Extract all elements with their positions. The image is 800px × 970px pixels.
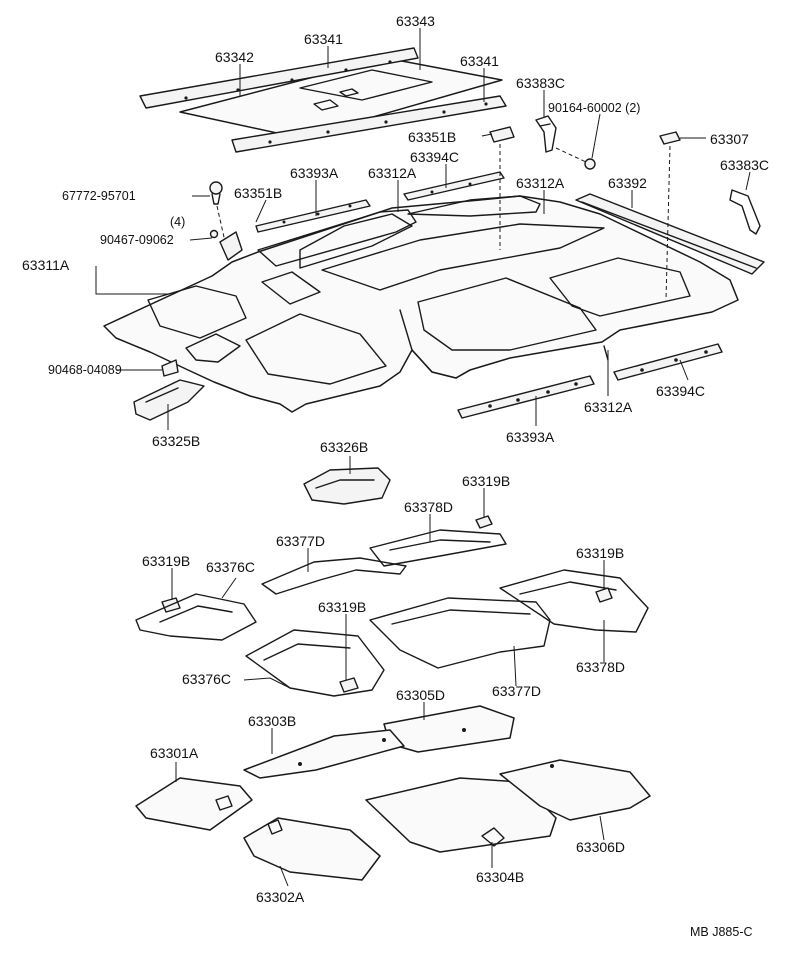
part-labels: 63343 63341 63342 63341 63383C 90164-600… (22, 13, 769, 939)
label-63342: 63342 (215, 49, 254, 65)
label-63311a: 63311A (22, 257, 70, 273)
label-63378d-top: 63378D (404, 499, 453, 515)
label-63312a-3: 63312A (584, 399, 633, 415)
label-63319b-1: 63319B (462, 473, 510, 489)
panel-63304b (365, 777, 557, 853)
label-67772-95701: 67772-95701 (62, 189, 136, 203)
label-63378d-bottom: 63378D (576, 659, 625, 675)
clip-63351b-top (489, 126, 515, 143)
label-63319b-3: 63319B (576, 545, 624, 561)
rail-63378d-bottom (499, 569, 649, 633)
bracket-63325b (133, 379, 205, 421)
clip-63307 (659, 131, 681, 145)
label-63325b: 63325B (152, 433, 200, 449)
label-90468-04089: 90468-04089 (48, 363, 122, 377)
clip-63351b-left (219, 231, 243, 261)
label-63383c-right: 63383C (720, 157, 769, 173)
label-63341-left: 63341 (304, 31, 343, 47)
label-63376c-bottom: 63376C (182, 671, 231, 687)
label-63303b: 63303B (248, 713, 296, 729)
label-63301a: 63301A (150, 745, 199, 761)
leader-lines (116, 28, 751, 887)
roof-strip-rear-63341 (231, 95, 507, 153)
label-63376c-top: 63376C (206, 559, 255, 575)
label-63343: 63343 (396, 13, 435, 29)
label-63383c-top: 63383C (516, 75, 565, 91)
label-63319b-2: 63319B (142, 553, 190, 569)
fastener-67772-95701 (209, 181, 227, 247)
clip-63319b-4 (595, 587, 613, 603)
rail-63376c-bottom (245, 629, 385, 697)
label-63392: 63392 (608, 175, 647, 191)
screw-90164-60002 (555, 147, 596, 170)
label-63394c-top: 63394C (410, 149, 459, 165)
screw-90467-09062 (209, 229, 219, 239)
label-63393a-bottom: 63393A (506, 429, 555, 445)
trim-63393a-top (255, 199, 371, 233)
label-63394c-bottom: 63394C (656, 383, 705, 399)
label-90467-09062: 90467-09062 (100, 233, 174, 247)
bracket-63383c-right (729, 189, 761, 235)
dash-line-clip-63307 (665, 145, 671, 301)
label-63377d-bottom: 63377D (492, 683, 541, 699)
seal-63312a-top (257, 209, 417, 267)
rail-63376c-top (135, 593, 257, 641)
label-63351b-left: 63351B (234, 185, 282, 201)
label-quantity-4: (4) (170, 215, 185, 229)
rail-63392 (575, 193, 765, 275)
footer-code: MB J885-C (690, 925, 753, 939)
label-63341-right: 63341 (460, 53, 499, 69)
panel-63306d (499, 759, 651, 821)
label-63393a-top: 63393A (290, 165, 339, 181)
seal-63312a-right (407, 195, 541, 217)
label-63306d: 63306D (576, 839, 625, 855)
headlining-63311a (103, 195, 739, 413)
label-63312a-1: 63312A (368, 165, 417, 181)
label-90164-60002: 90164-60002 (2) (548, 101, 640, 115)
roof-strip-front-63341 (139, 47, 419, 109)
rail-63377d-top (261, 557, 407, 595)
clip-90468-04089 (161, 359, 179, 377)
panel-63303b (243, 729, 405, 779)
label-63377d-top: 63377D (276, 533, 325, 549)
panel-63302a (243, 817, 381, 881)
rail-63377d-bottom (369, 597, 551, 669)
bracket-63383c-top (535, 115, 557, 153)
label-63319b-4: 63319B (318, 599, 366, 615)
trim-63394c-bottom (613, 343, 723, 381)
label-63351b-top: 63351B (408, 129, 456, 145)
label-63305d: 63305D (396, 687, 445, 703)
label-63307: 63307 (710, 131, 749, 147)
seal-63326b (303, 467, 391, 505)
panel-63301a (135, 777, 253, 831)
trim-63393a-bottom (457, 375, 595, 419)
seal-63312a-bottom (399, 309, 609, 379)
label-63312a-2: 63312A (516, 175, 565, 191)
rail-63378d-top (369, 529, 507, 567)
trim-63394c-top (403, 171, 505, 201)
clip-63319b-3 (339, 677, 359, 693)
leader-63311a (95, 266, 170, 295)
label-63302a: 63302A (256, 889, 305, 905)
label-63304b: 63304B (476, 869, 524, 885)
label-63326b: 63326B (320, 439, 368, 455)
